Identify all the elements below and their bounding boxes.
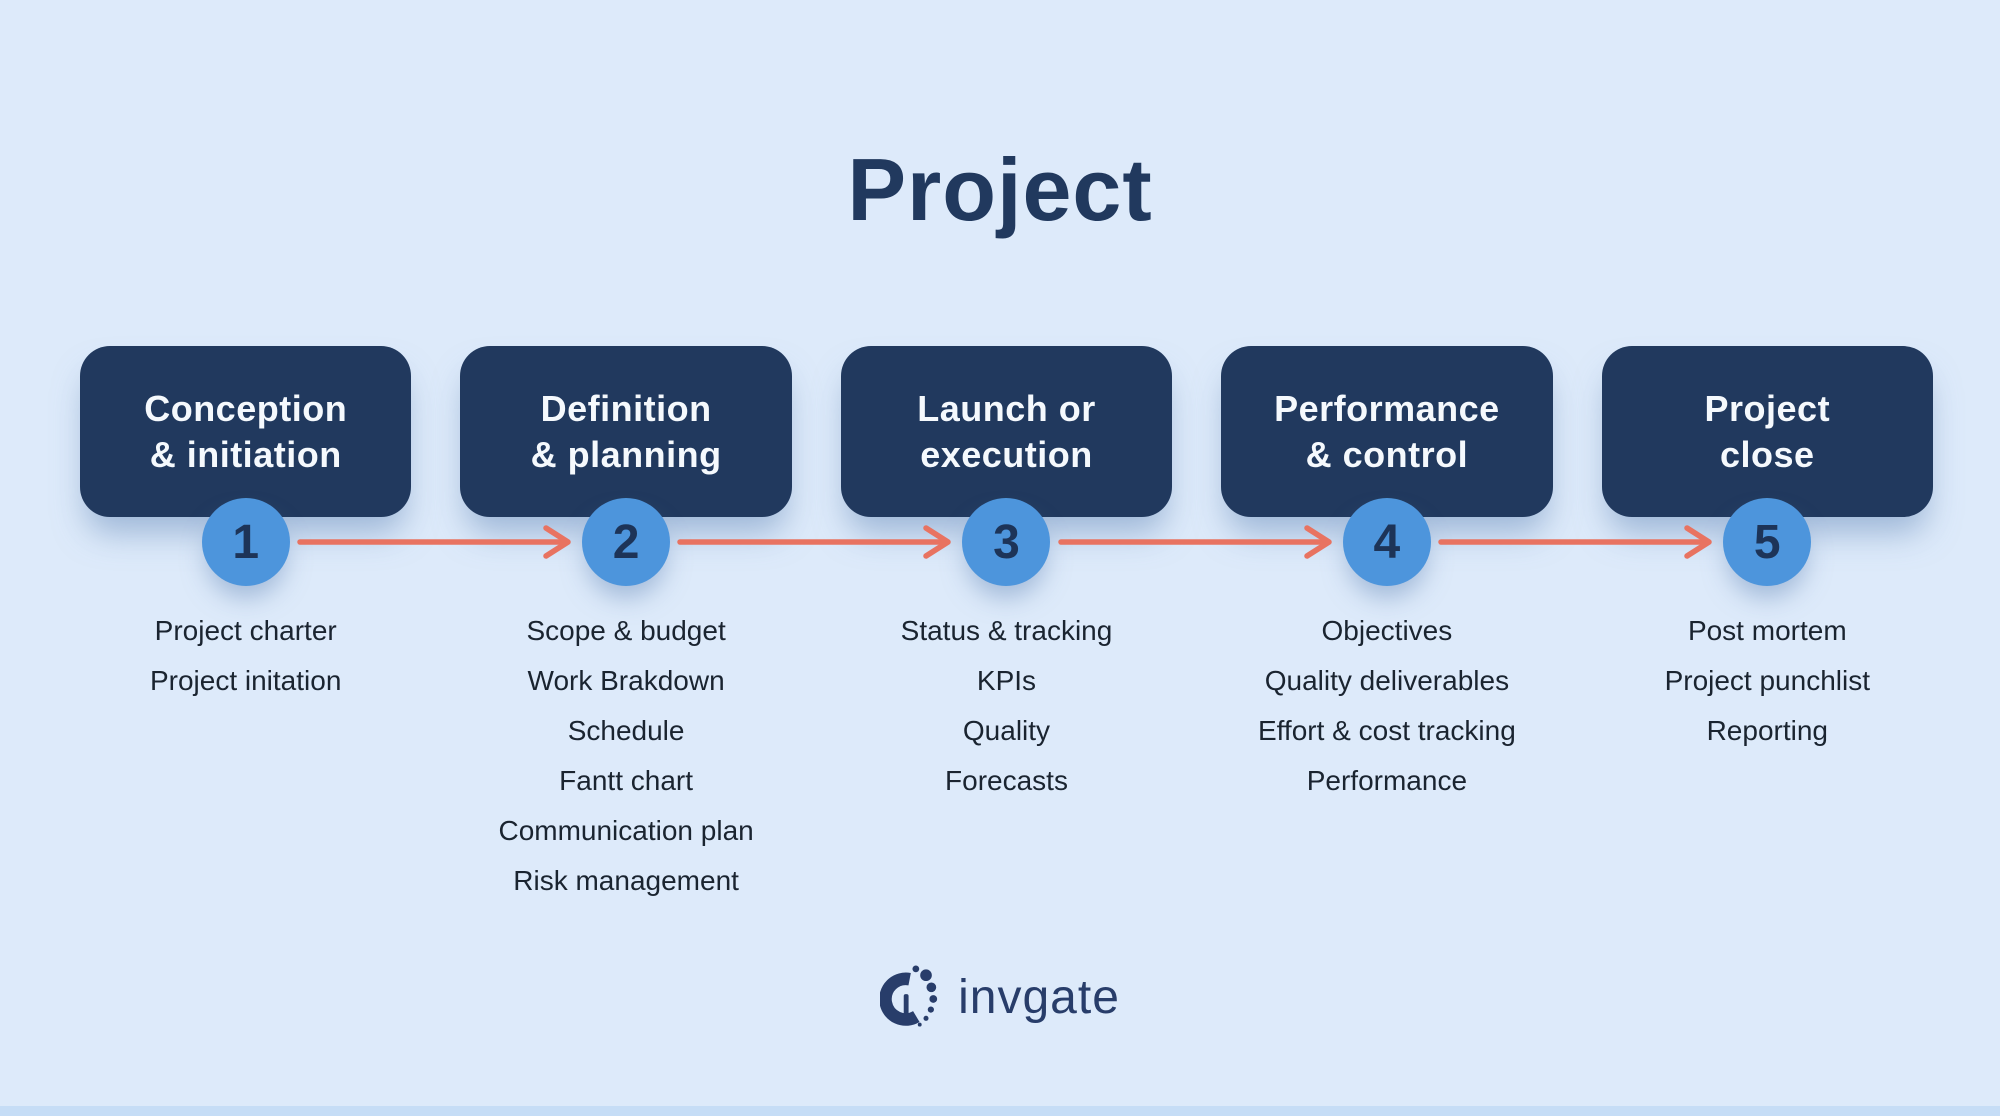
invgate-icon xyxy=(880,965,938,1027)
phase-box-label: Launch or execution xyxy=(917,386,1096,478)
list-item: Post mortem xyxy=(1687,615,1847,646)
list-item: Forecasts xyxy=(945,765,1068,796)
phase-number: 4 xyxy=(1373,515,1401,569)
phases-row: Conception & initiation 1 Project charte… xyxy=(80,346,1933,906)
phase-title-line: Launch or xyxy=(917,387,1096,429)
phase-box-label: Conception & initiation xyxy=(144,386,347,478)
phase-column-4: Performance & control 4 Objectives Quali… xyxy=(1221,346,1553,906)
phase-column-2: Definition & planning 2 Scope & budget W… xyxy=(460,346,792,906)
phase-box-label: Definition & planning xyxy=(531,386,722,478)
list-item: Effort & cost tracking xyxy=(1257,715,1516,746)
phase-title-line: Definition xyxy=(540,387,712,429)
phase-number: 5 xyxy=(1753,515,1781,569)
invgate-wordmark: invgate xyxy=(958,970,1120,1024)
phase-items-list-1: Project charter Project initation xyxy=(80,606,411,706)
list-item: Project charter xyxy=(154,615,337,646)
phase-title-line: close xyxy=(1720,433,1815,475)
phase-box-1: Conception & initiation xyxy=(80,346,412,517)
phase-number: 2 xyxy=(612,515,640,569)
phase-number-badge-2: 2 xyxy=(582,498,671,586)
list-item: Quality deliverables xyxy=(1264,665,1510,696)
bottom-strip xyxy=(0,1106,2000,1116)
phase-number: 3 xyxy=(993,515,1020,569)
phase-number: 1 xyxy=(232,515,260,569)
list-item: Schedule xyxy=(567,715,685,746)
page-title: Project xyxy=(847,140,1153,239)
list-item: Scope & budget xyxy=(526,615,726,646)
phase-title-line: & initiation xyxy=(149,433,342,475)
phase-column-5: Project close 5 Post mortem Project punc… xyxy=(1601,346,1933,906)
phase-items-list-2: Scope & budget Work Brakdown Schedule Fa… xyxy=(460,606,791,906)
phase-title-line: & planning xyxy=(530,433,722,475)
phase-number-badge-1: 1 xyxy=(201,498,290,586)
phase-title-line: Performance xyxy=(1274,387,1500,429)
phase-column-1: Conception & initiation 1 Project charte… xyxy=(80,346,412,906)
list-item: Status & tracking xyxy=(900,615,1113,646)
phase-column-3: Launch or execution 3 Status & tracking … xyxy=(840,346,1173,906)
phase-number-badge-3: 3 xyxy=(962,498,1051,586)
phase-box-5: Project close xyxy=(1601,346,1933,517)
list-item: Fantt chart xyxy=(559,765,694,796)
list-item: Objectives xyxy=(1321,615,1453,646)
phase-box-label: Project close xyxy=(1705,386,1831,478)
phase-items-list-4: Objectives Quality deliverables Effort &… xyxy=(1221,606,1552,806)
phase-items-list-5: Post mortem Project punchlist Reporting xyxy=(1602,606,1933,756)
list-item: Project initation xyxy=(149,665,342,696)
list-item: KPIs xyxy=(976,665,1037,696)
list-item: Risk management xyxy=(513,865,739,896)
list-item: Performance xyxy=(1306,765,1468,796)
phase-items-list-3: Status & tracking KPIs Quality Forecasts xyxy=(841,606,1172,806)
phase-box-2: Definition & planning xyxy=(460,346,792,517)
list-item: Reporting xyxy=(1706,715,1828,746)
phase-title-line: Project xyxy=(1704,387,1831,429)
phase-number-badge-4: 4 xyxy=(1342,498,1431,586)
phase-box-3: Launch or execution xyxy=(840,346,1173,517)
phase-title-line: execution xyxy=(920,433,1093,475)
phase-title-line: Conception xyxy=(144,387,348,429)
phase-title-line: & control xyxy=(1305,433,1469,475)
list-item: Work Brakdown xyxy=(527,665,725,696)
list-item: Quality xyxy=(962,715,1051,746)
list-item: Project punchlist xyxy=(1664,665,1870,696)
phase-box-4: Performance & control xyxy=(1221,346,1553,517)
list-item: Communication plan xyxy=(498,815,754,846)
brand-logo: invgate xyxy=(0,962,2000,1032)
phase-box-label: Performance & control xyxy=(1274,386,1500,478)
phase-number-badge-5: 5 xyxy=(1723,498,1812,586)
